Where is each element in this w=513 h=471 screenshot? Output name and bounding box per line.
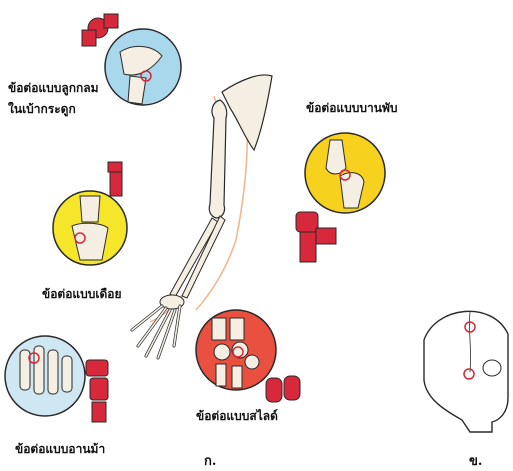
ball-socket-model (82, 14, 118, 46)
radius (170, 218, 218, 297)
saddle-model (86, 360, 108, 422)
skull (424, 311, 508, 432)
gliding-model (266, 376, 300, 402)
saddle-inset (5, 336, 108, 422)
pivot-model (108, 162, 122, 196)
skull-eye-socket (483, 360, 501, 376)
ulna (182, 216, 225, 298)
saddle-circle (5, 336, 85, 416)
humerus (209, 100, 227, 218)
hinge-inset (296, 133, 385, 262)
label-ball-socket-line1: ข้อต่อแบบลูกกลม (8, 80, 99, 97)
gliding-inset (196, 310, 300, 402)
pivot-inset (53, 162, 127, 265)
hinge-model (296, 212, 336, 262)
label-pivot: ข้อต่อแบบเดือย (42, 286, 122, 303)
label-hinge: ข้อต่อแบบบานพับ (306, 100, 397, 117)
hand-bones (132, 306, 180, 358)
label-ball-socket-line2: ในเบ้ากระดูก (8, 101, 76, 118)
label-saddle: ข้อต่อแบบอานม้า (15, 441, 105, 458)
label-gliding: ข้อต่อแบบสไลด์ (196, 408, 278, 425)
scapula (222, 75, 272, 150)
arm-skin-outline (150, 96, 247, 322)
figure-label-left: ก. (204, 450, 216, 471)
figure-label-right: ข. (469, 450, 482, 471)
